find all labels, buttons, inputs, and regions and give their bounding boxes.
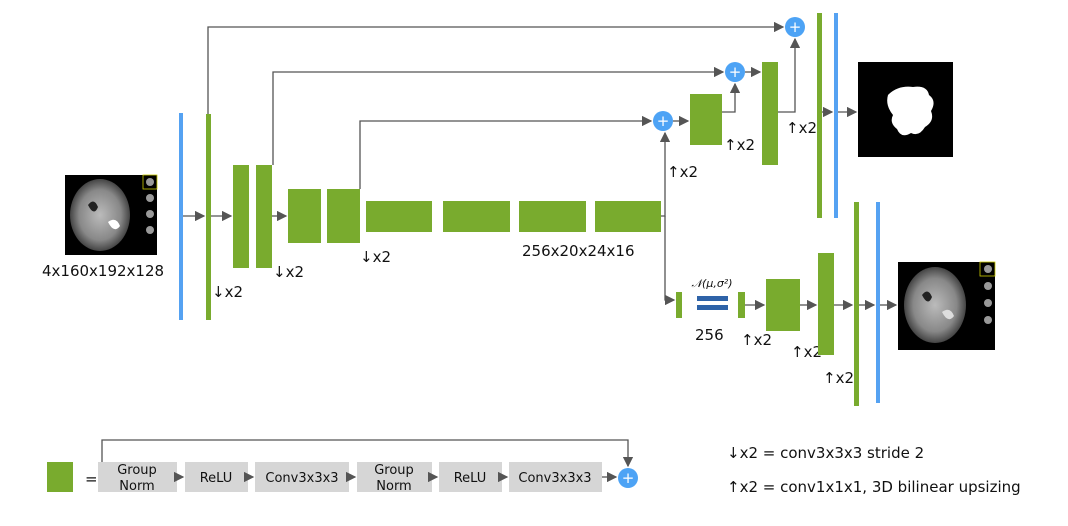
legend-step-groupnorm-2 bbox=[357, 462, 432, 492]
input-shape-label: 4x160x192x128 bbox=[42, 262, 164, 280]
encoder-block-4d bbox=[595, 201, 661, 232]
legend-step-label: ReLU bbox=[200, 471, 233, 486]
vae-block-2 bbox=[766, 279, 800, 331]
output-conv-bar bbox=[834, 13, 838, 218]
vae-block-1 bbox=[738, 292, 745, 318]
legend-add-node bbox=[618, 468, 638, 488]
latent-sample-icon-bar bbox=[697, 305, 728, 310]
encoder-block-1 bbox=[206, 114, 211, 320]
encoder-block-4a bbox=[366, 201, 432, 232]
plus-icon: + bbox=[657, 112, 670, 130]
add-node-1 bbox=[653, 111, 673, 131]
vae-block-3 bbox=[818, 253, 834, 355]
up-label-dec-2: ↑x2 bbox=[724, 136, 755, 154]
legend-step-relu-2 bbox=[439, 462, 502, 492]
encoder-block-4c bbox=[519, 201, 586, 232]
latent-sample-icon bbox=[697, 296, 728, 301]
down-label-1: ↓x2 bbox=[212, 283, 243, 301]
bottleneck-shape-label: 256x20x24x16 bbox=[522, 242, 635, 260]
legend-step-conv-1 bbox=[255, 462, 349, 492]
legend-step-label: Norm bbox=[376, 479, 411, 494]
encoder-block-2b bbox=[256, 165, 272, 268]
decoder-block-1 bbox=[690, 94, 722, 145]
encoder-block-3b bbox=[327, 189, 360, 243]
segmentation-output-image bbox=[858, 62, 953, 157]
legend-step-label: Group bbox=[117, 463, 157, 478]
legend-step-groupnorm-1 bbox=[98, 462, 177, 492]
vae-output-bar bbox=[876, 202, 880, 403]
legend-step-label: ReLU bbox=[454, 471, 487, 486]
add-node-2 bbox=[725, 62, 745, 82]
input-conv-bar bbox=[179, 113, 183, 320]
up-label-dec-3: ↑x2 bbox=[786, 119, 817, 137]
skip-connection-3 bbox=[359, 115, 653, 189]
add-node-3 bbox=[785, 17, 805, 37]
normal-distribution-label: 𝒩(μ,σ²) bbox=[692, 277, 733, 290]
latent-size-label: 256 bbox=[695, 326, 724, 344]
legend-equals: = bbox=[85, 470, 98, 488]
down-label-3: ↓x2 bbox=[360, 248, 391, 266]
legend-step-conv-2 bbox=[509, 462, 602, 492]
legend-green-block bbox=[47, 462, 73, 492]
legend-step-label: Group bbox=[374, 463, 414, 478]
down-label-2: ↓x2 bbox=[273, 263, 304, 281]
up-label-dec-1: ↑x2 bbox=[667, 163, 698, 181]
legend-down-definition: ↓x2 = conv3x3x3 stride 2 bbox=[727, 444, 924, 462]
up-label-vae-2: ↑x2 bbox=[791, 343, 822, 361]
vae-block-in bbox=[676, 292, 682, 318]
legend-step-label: Norm bbox=[119, 479, 154, 494]
decoder-block-3 bbox=[817, 13, 822, 218]
encoder-block-4b bbox=[443, 201, 510, 232]
decoder-block-2 bbox=[762, 62, 778, 165]
input-mri-image bbox=[65, 174, 158, 255]
reconstructed-mri-image bbox=[898, 261, 996, 350]
encoder-block-3a bbox=[288, 189, 321, 243]
plus-icon: + bbox=[729, 63, 742, 81]
legend-step-relu-1 bbox=[185, 462, 248, 492]
legend-step-label: Conv3x3x3 bbox=[265, 471, 338, 486]
plus-icon: + bbox=[789, 18, 802, 36]
skip-connection-1 bbox=[207, 21, 785, 114]
legend-step-label: Conv3x3x3 bbox=[518, 471, 591, 486]
encoder-block-2a bbox=[233, 165, 249, 268]
legend-block-definition: = Group Norm ReLU Conv3x3x3 Group Norm R… bbox=[47, 439, 638, 494]
up-label-vae-1: ↑x2 bbox=[741, 331, 772, 349]
vae-block-4 bbox=[854, 202, 859, 406]
plus-icon: + bbox=[622, 469, 635, 487]
legend-up-definition: ↑x2 = conv1x1x1, 3D bilinear upsizing bbox=[727, 478, 1021, 496]
skip-connection-2 bbox=[272, 66, 725, 165]
up-label-vae-3: ↑x2 bbox=[823, 369, 854, 387]
